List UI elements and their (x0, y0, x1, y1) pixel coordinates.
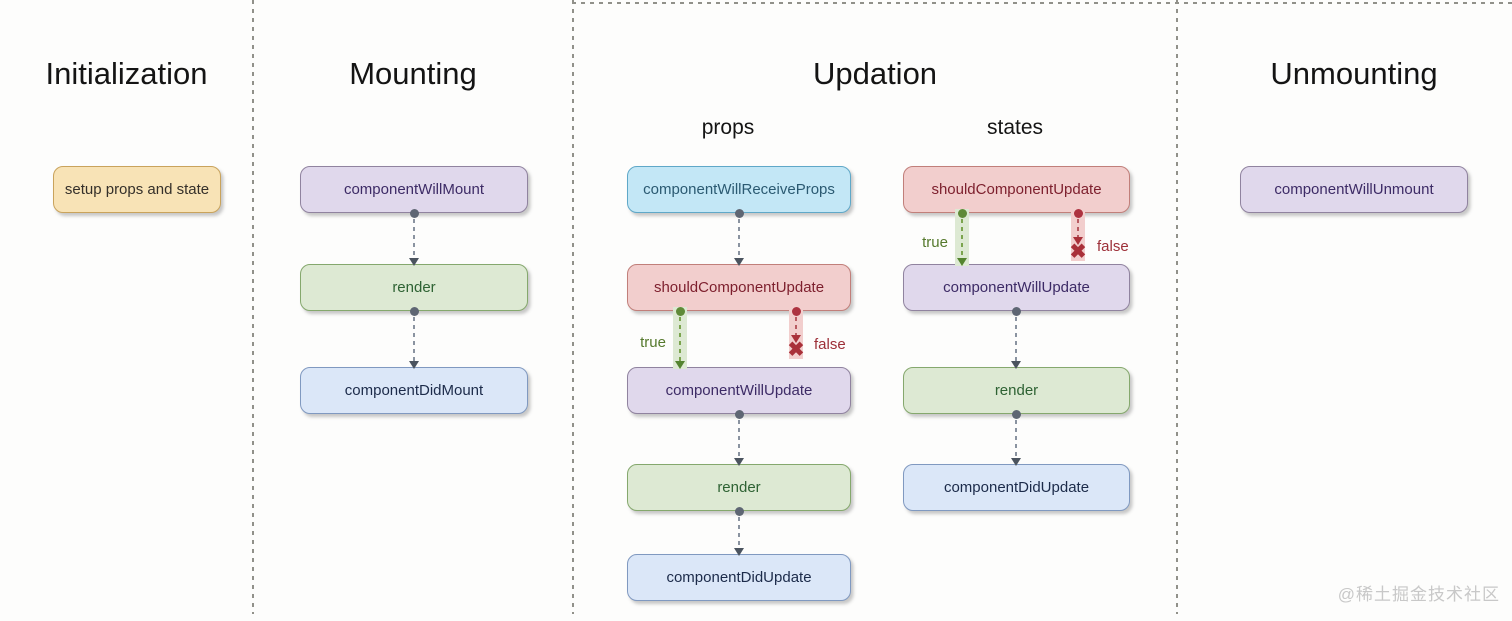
states-false-label: false (1097, 238, 1129, 255)
false-x-icon: ✖ (1069, 241, 1087, 263)
flow-arrow (1009, 307, 1023, 369)
arrow-head-icon (1011, 361, 1021, 369)
subcolumn-title-states: states (986, 116, 1044, 139)
arrow-head-icon (409, 361, 419, 369)
arrow-dot (734, 410, 744, 419)
props-node-render: render (627, 464, 851, 511)
arrow-head-icon (409, 258, 419, 266)
false-x-icon: ✖ (787, 339, 805, 361)
juejin-watermark: @稀土掘金技术社区 (1337, 585, 1500, 604)
arrow-head-icon (734, 458, 744, 466)
arrow-head-icon (1073, 237, 1083, 245)
true-branch-arrow (673, 307, 687, 369)
props-false-label: false (814, 336, 846, 353)
subcolumn-title-props: props (701, 116, 755, 139)
arrow-line (1015, 317, 1017, 361)
states-true-label: true (922, 234, 948, 251)
flow-arrow (407, 209, 421, 266)
arrow-dot (734, 209, 744, 218)
flow-arrow (732, 209, 746, 266)
arrow-head-icon (734, 548, 744, 556)
column-divider (572, 0, 574, 614)
column-title-initialization: Initialization (45, 56, 208, 91)
arrow-dot (791, 307, 801, 316)
states-node-render: render (903, 367, 1130, 414)
top-divider (572, 2, 1512, 4)
false-branch-arrow: ✖ (1069, 209, 1087, 263)
flow-arrow (1009, 410, 1023, 466)
props-node-component-did-update: componentDidUpdate (627, 554, 851, 601)
props-node-component-will-receive-props: componentWillReceiveProps (627, 166, 851, 213)
column-title-unmounting: Unmounting (1270, 56, 1438, 91)
arrow-head-icon (734, 258, 744, 266)
flow-arrow (407, 307, 421, 369)
arrow-dot (1011, 410, 1021, 419)
arrow-dot (409, 209, 419, 218)
arrow-line (1077, 219, 1079, 237)
states-node-should-component-update: shouldComponentUpdate (903, 166, 1130, 213)
props-node-component-will-update: componentWillUpdate (627, 367, 851, 414)
mounting-node-render: render (300, 264, 528, 311)
arrow-line (413, 317, 415, 361)
true-branch-arrow (955, 209, 969, 266)
mounting-node-component-will-mount: componentWillMount (300, 166, 528, 213)
false-branch-arrow: ✖ (787, 307, 805, 361)
arrow-line (795, 317, 797, 335)
arrow-dot (675, 307, 685, 316)
arrow-line (961, 219, 963, 258)
arrow-line (738, 219, 740, 258)
column-title-mounting: Mounting (349, 56, 477, 91)
arrow-head-icon (791, 335, 801, 343)
column-divider (252, 0, 254, 614)
states-node-component-did-update: componentDidUpdate (903, 464, 1130, 511)
unmounting-node-component-will-unmount: componentWillUnmount (1240, 166, 1468, 213)
arrow-dot (409, 307, 419, 316)
node-setup-props-and-state: setup props and state (53, 166, 221, 213)
arrow-line (1015, 420, 1017, 458)
arrow-dot (1011, 307, 1021, 316)
states-node-component-will-update: componentWillUpdate (903, 264, 1130, 311)
arrow-head-icon (1011, 458, 1021, 466)
arrow-head-icon (957, 258, 967, 266)
arrow-dot (957, 209, 967, 218)
arrow-line (413, 219, 415, 258)
arrow-line (738, 420, 740, 458)
column-divider (1176, 0, 1178, 614)
mounting-node-component-did-mount: componentDidMount (300, 367, 528, 414)
flow-arrow (732, 410, 746, 466)
arrow-dot (734, 507, 744, 516)
arrow-head-icon (675, 361, 685, 369)
arrow-line (738, 517, 740, 548)
arrow-dot (1073, 209, 1083, 218)
column-title-updation: Updation (812, 56, 938, 91)
flow-arrow (732, 507, 746, 556)
props-true-label: true (640, 334, 666, 351)
arrow-line (679, 317, 681, 361)
props-node-should-component-update: shouldComponentUpdate (627, 264, 851, 311)
